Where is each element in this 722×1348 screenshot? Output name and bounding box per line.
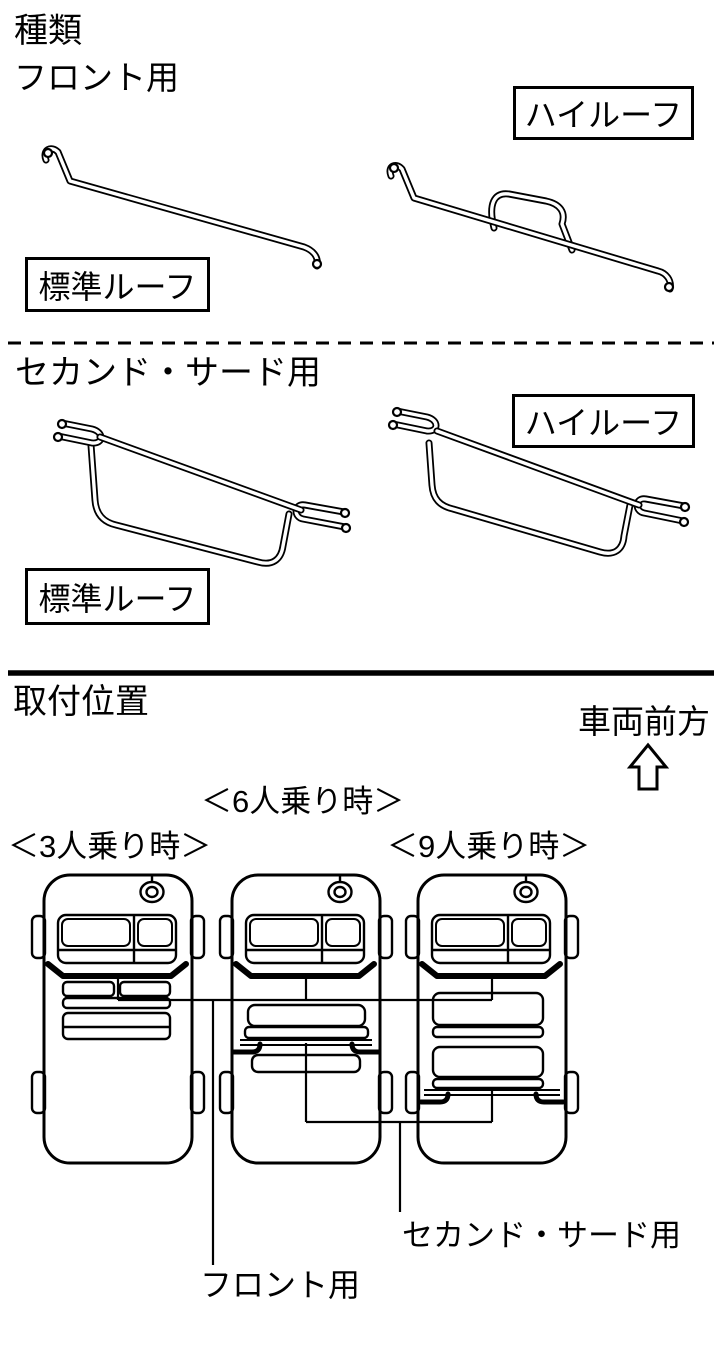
second-third-standard-roof-label-box: 標準ルーフ [25, 568, 210, 625]
config-3-passenger-label: ＜3人乗り時＞ [8, 829, 212, 864]
vehicle-front-label: 車両前方 [578, 703, 710, 740]
front-standard-roof-label-box: 標準ルーフ [25, 257, 210, 312]
front-standard-roof-label: 標準ルーフ [38, 268, 197, 305]
types-heading: 種類 [14, 12, 82, 50]
front-grip-standard-roof-drawing [41, 145, 323, 270]
second-third-use-label: セカンド・サード用 [15, 354, 321, 392]
second-third-grip-high-roof-drawing [387, 406, 691, 557]
config-9-passenger-label: ＜9人乗り時＞ [387, 829, 591, 864]
front-grip-callout-lines [116, 974, 494, 1265]
front-high-roof-label: ハイルーフ [524, 97, 683, 133]
second-third-callout-label: セカンド・サード用 [402, 1218, 681, 1253]
second-third-standard-roof-label: 標準ルーフ [38, 580, 197, 617]
front-use-label: フロント用 [14, 59, 179, 96]
vehicle-front-arrow-icon [626, 742, 670, 791]
vehicle-6-seater-diagram [218, 873, 394, 1165]
vehicle-3-seater-diagram [30, 873, 206, 1165]
second-third-high-roof-label-box: ハイルーフ [512, 394, 695, 448]
second-third-grip-standard-roof-drawing [52, 418, 352, 567]
vehicle-9-seater-diagram [404, 873, 580, 1165]
mounting-position-heading: 取付位置 [13, 683, 149, 721]
front-high-roof-label-box: ハイルーフ [513, 86, 694, 140]
second-third-high-roof-label: ハイルーフ [524, 405, 683, 441]
config-6-passenger-label: ＜6人乗り時＞ [201, 784, 405, 819]
front-grip-high-roof-drawing [386, 162, 675, 293]
second-third-grip-callout-lines [304, 1043, 494, 1212]
front-callout-label: フロント用 [200, 1267, 361, 1303]
